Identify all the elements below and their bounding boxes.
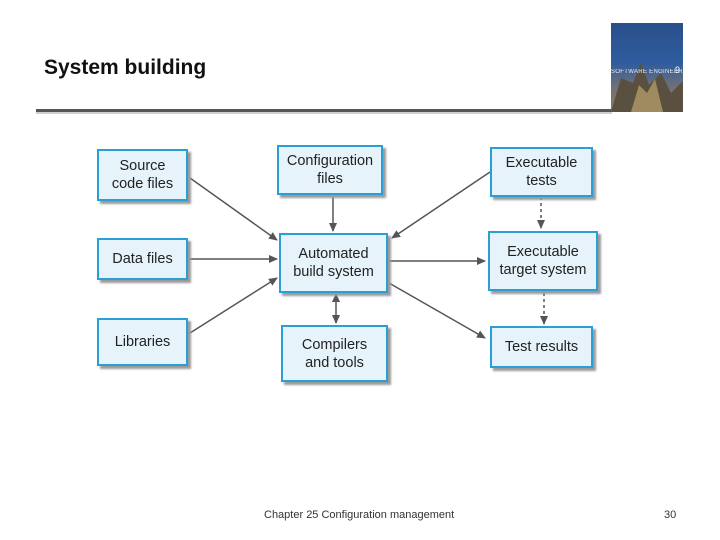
node-compilers-and-tools: Compilers and tools (281, 325, 388, 382)
node-configuration-files: Configuration files (277, 145, 383, 195)
book-cover-subtitle: SOFTWARE ENGINEERING (611, 69, 683, 75)
title-divider (36, 109, 612, 112)
book-cover-edition: 9 (675, 65, 681, 75)
arrow-libraries-to-build (189, 277, 278, 334)
node-libraries: Libraries (97, 318, 188, 366)
arrow-build-to-test-results (388, 282, 486, 339)
node-automated-build-system: Automated build system (279, 233, 388, 293)
arrow-source-to-build (189, 177, 278, 241)
arrow-tests-to-build (391, 171, 491, 239)
node-data-files: Data files (97, 238, 188, 280)
node-source-code-files: Source code files (97, 149, 188, 201)
node-executable-target-system: Executable target system (488, 231, 598, 291)
book-cover-artwork (611, 63, 683, 112)
book-cover-image: SOFTWARE ENGINEERING 9 (611, 23, 683, 112)
title-divider-shadow (36, 112, 612, 114)
slide-footer: Chapter 25 Configuration management (264, 509, 455, 521)
page-number: 30 (664, 509, 677, 521)
node-test-results: Test results (490, 326, 593, 368)
node-executable-tests: Executable tests (490, 147, 593, 197)
slide-title: System building (44, 56, 207, 79)
